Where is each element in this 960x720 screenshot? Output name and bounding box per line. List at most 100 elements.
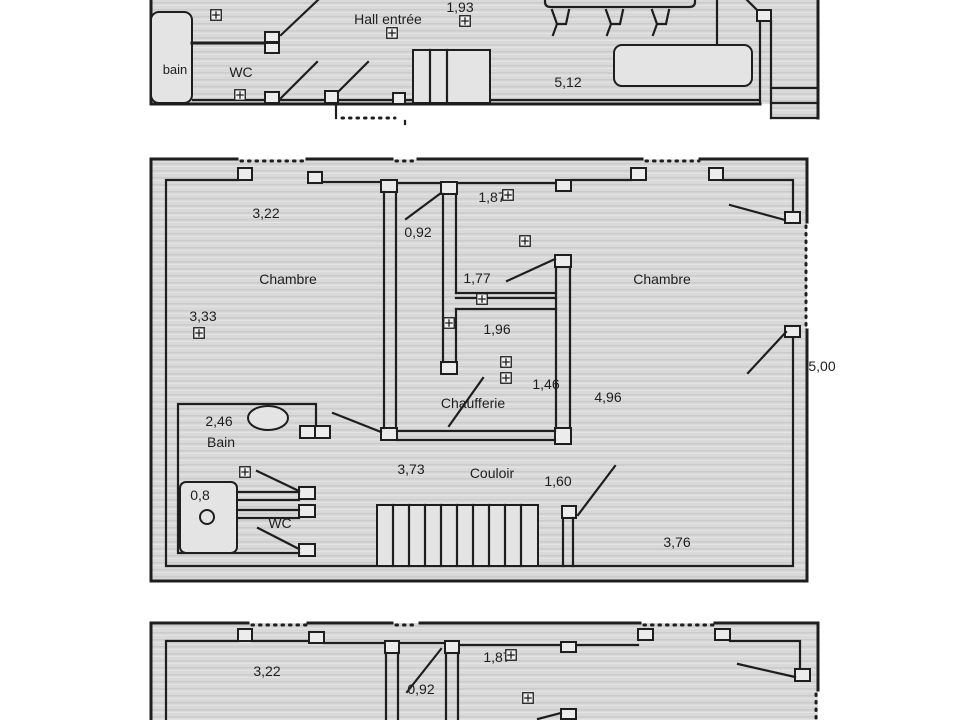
door-swing	[405, 647, 797, 720]
interior-wall	[164, 178, 795, 568]
door-jamb	[264, 91, 280, 104]
room-label-corridor: Couloir	[470, 465, 515, 481]
room-label-boiler-room: Chaufferie	[441, 395, 506, 411]
dimension-label: 3,22	[253, 663, 280, 679]
dining-table	[543, 0, 697, 9]
floor-area	[151, 623, 818, 720]
interior-wall	[382, 190, 398, 430]
dimension-label: 0,92	[404, 224, 431, 240]
door-jamb	[708, 167, 724, 181]
door-swing	[255, 191, 788, 551]
door-jamb	[237, 628, 253, 642]
door-jamb	[298, 486, 316, 500]
dimension-label: 3,73	[397, 461, 424, 477]
door-swing	[336, 60, 370, 94]
outlet-icon	[519, 235, 531, 247]
door-jamb	[555, 179, 572, 192]
door-jamb	[560, 641, 577, 653]
main-floor-plan: 3,22 0,92 1,87 Chambre Chambre 1,77 3,33…	[149, 157, 836, 583]
door-jamb	[380, 427, 398, 441]
chair	[604, 8, 625, 37]
dimension-label: 1,46	[532, 376, 559, 392]
floor-area	[771, 104, 818, 118]
room-label-bath: bain	[163, 62, 188, 77]
door-jamb	[554, 254, 572, 268]
door-jamb	[308, 631, 325, 644]
outlet-icon	[500, 372, 512, 384]
door-jamb	[756, 9, 772, 22]
interior-wall	[561, 516, 575, 568]
dimension-label: 1,93	[446, 0, 473, 15]
door-jamb	[714, 628, 731, 641]
dimension-label: 1,60	[544, 473, 571, 489]
door-jamb	[440, 361, 458, 375]
outlet-icon	[502, 189, 514, 201]
door-jamb	[560, 708, 577, 720]
staircase	[376, 503, 539, 568]
door-swing	[279, 0, 320, 37]
stair-treads	[428, 48, 449, 105]
outlet-icon	[386, 27, 398, 39]
door-swing	[279, 60, 319, 100]
interior-wall	[384, 651, 460, 720]
dimension-label: 1,77	[463, 270, 490, 286]
dimension-label: 3,22	[252, 205, 279, 221]
dimension-label: 5,00	[808, 358, 835, 374]
door-jamb	[298, 543, 316, 557]
door-jamb	[630, 167, 647, 181]
outlet-icon	[193, 327, 205, 339]
room-label-bedroom-right: Chambre	[633, 271, 691, 287]
door-jamb	[380, 179, 398, 193]
dimension-label: 1,96	[483, 321, 510, 337]
upper-floor-plan: Hall entrée 1,93 bain WC 5,12	[149, 0, 820, 126]
outlet-icon	[234, 89, 246, 101]
outlet-icon	[500, 356, 512, 368]
stair-treads	[391, 503, 523, 568]
shower-drain	[199, 509, 215, 525]
room-label-bath: Bain	[207, 434, 235, 450]
dimension-label: 0,92	[407, 681, 434, 697]
room-label-wc: WC	[268, 515, 291, 531]
staircase	[412, 48, 491, 105]
door-jamb	[784, 211, 801, 224]
washbasin	[247, 405, 289, 431]
outlet-icon	[476, 293, 488, 305]
dimension-label: 0,8	[190, 487, 210, 503]
kitchen-counter	[613, 44, 753, 87]
dimension-label: 1,87	[483, 649, 510, 665]
door-jamb	[237, 167, 253, 181]
door-jamb	[314, 425, 331, 439]
chair	[650, 8, 671, 37]
dimension-label: 4,96	[594, 389, 621, 405]
door-jamb	[264, 31, 280, 43]
lower-floor-plan: 3,22 0,92 1,87	[149, 621, 820, 720]
room-label-bedroom-left: Chambre	[259, 271, 317, 287]
outlet-icon	[239, 466, 251, 478]
room-label-wc: WC	[229, 64, 252, 80]
outlet-icon	[210, 9, 222, 21]
interior-wall	[554, 265, 572, 430]
outlet-icon	[459, 15, 471, 27]
interior-wall	[758, 19, 773, 120]
door-jamb	[554, 427, 572, 445]
interior-wall	[164, 639, 802, 720]
door-jamb	[440, 181, 458, 195]
entrance-step	[334, 102, 407, 126]
door-jamb	[299, 425, 316, 439]
exterior-wall	[149, 621, 820, 720]
outlet-icon	[505, 649, 517, 661]
door-jamb	[444, 640, 460, 654]
door-jamb	[784, 325, 801, 338]
door-jamb	[307, 171, 323, 184]
staircase	[769, 86, 820, 120]
door-jamb	[561, 505, 577, 519]
dimension-label: 3,33	[189, 308, 216, 324]
door-jamb	[392, 92, 406, 105]
exterior-wall	[149, 157, 809, 583]
outlet-icon	[443, 317, 455, 329]
wc-wall	[235, 490, 301, 520]
door-jamb	[794, 668, 811, 682]
stair-outline	[412, 49, 491, 104]
door-jamb	[324, 90, 339, 104]
